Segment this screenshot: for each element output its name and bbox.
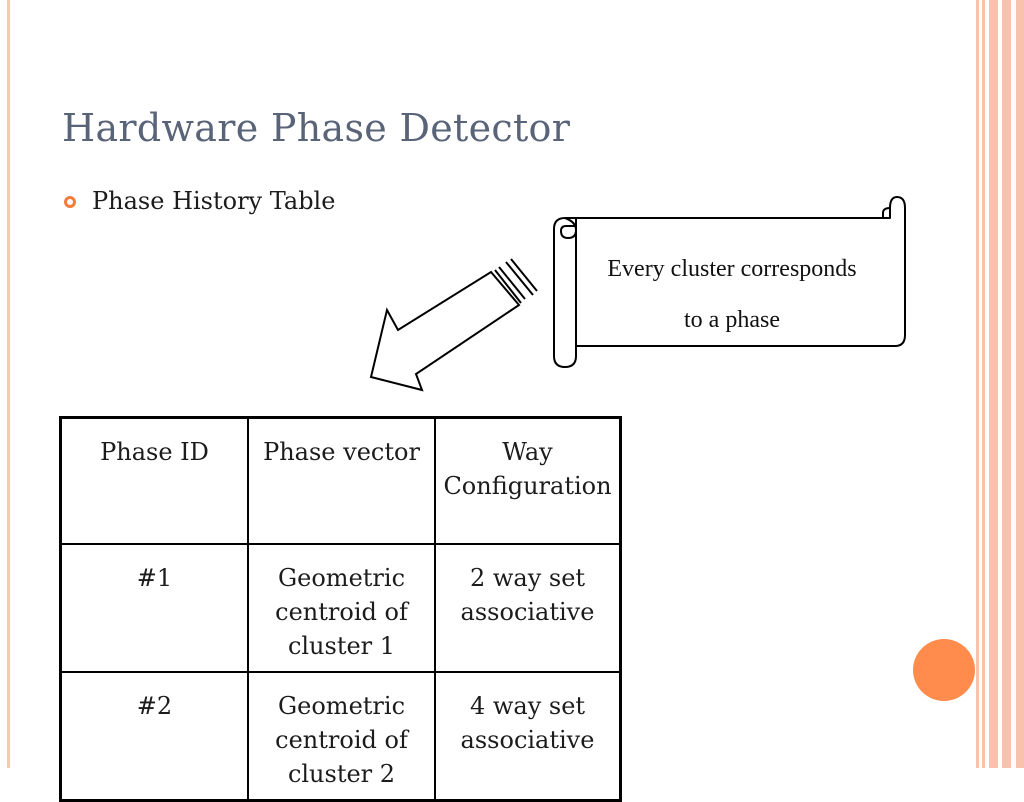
phase-history-table: Phase ID Phase vector Way Configuration … xyxy=(59,416,622,802)
cell-phase-vector: Geometric centroid of cluster 1 xyxy=(247,543,436,673)
header-phase-vector: Phase vector xyxy=(247,416,436,545)
bullet-text: Phase History Table xyxy=(92,187,336,215)
bullet-circle-icon xyxy=(64,196,76,208)
callout-line-2: to a phase xyxy=(684,307,780,333)
bullet-item: Phase History Table xyxy=(64,187,335,215)
table-row: #2 Geometric centroid of cluster 2 4 way… xyxy=(59,671,622,802)
callout-text: Every cluster corresponds to a phase xyxy=(576,244,888,346)
cell-way-configuration: 4 way set associative xyxy=(434,671,622,802)
cell-phase-id: #1 xyxy=(59,543,249,673)
table-header-row: Phase ID Phase vector Way Configuration xyxy=(59,416,622,545)
slide-title: Hardware Phase Detector xyxy=(62,106,571,150)
orange-accent-circle xyxy=(913,639,975,701)
cell-way-configuration: 2 way set associative xyxy=(434,543,622,673)
header-way-configuration: Way Configuration xyxy=(434,416,622,545)
left-border-stripe xyxy=(7,0,10,768)
cell-phase-id: #2 xyxy=(59,671,249,802)
table-row: #1 Geometric centroid of cluster 1 2 way… xyxy=(59,543,622,673)
cell-phase-vector: Geometric centroid of cluster 2 xyxy=(247,671,436,802)
header-phase-id: Phase ID xyxy=(59,416,249,545)
callout-line-1: Every cluster corresponds xyxy=(607,256,857,282)
right-decorative-stripes xyxy=(976,0,1024,768)
